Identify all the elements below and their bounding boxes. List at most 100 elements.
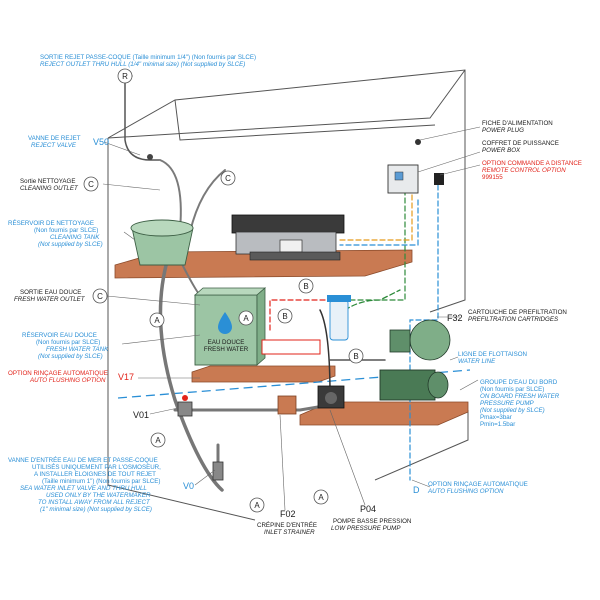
remote-control-box [434, 173, 444, 185]
lp-pump-en: LOW PRESSURE PUMP [331, 525, 401, 532]
svg-text:A: A [154, 316, 160, 325]
auto-flush-left-fr: OPTION RINÇAGE AUTOMATIQUE [8, 370, 108, 377]
inlet-strainer-fr: CRÉPINE D'ENTRÉE [257, 522, 317, 529]
marker-c2: C [220, 170, 236, 186]
code-v01: V01 [133, 410, 149, 420]
water-drop-icon [218, 312, 232, 334]
inlet-strainer [277, 395, 297, 415]
auto-flush-left-en: AUTO FLUSHING OPTION [29, 377, 106, 384]
low-pressure-pump [317, 385, 345, 409]
fresh-tank-4: (Not supplied by SLCE) [38, 353, 103, 360]
power-plug-en: POWER PLUG [482, 127, 524, 134]
inlet-line-2: UTILISÉS UNIQUEMENT PAR L'OSMOSEUR, [32, 464, 161, 471]
svg-text:A: A [318, 493, 324, 502]
power-plug [415, 139, 421, 145]
marker-r: R [117, 68, 133, 84]
remote-fr: OPTION COMMANDE A DISTANCE [482, 160, 582, 167]
pressure-pump [379, 319, 451, 401]
power-box-en: POWER BOX [482, 147, 521, 154]
pressure-line-5: (Not supplied by SLCE) [480, 407, 545, 414]
leader-lines [102, 75, 481, 511]
tank-text-2: FRESH WATER [204, 346, 249, 353]
lp-pump-fr: POMPE BASSE PRESSION [333, 518, 411, 525]
pressure-line-6: Pmax=3bar [480, 414, 512, 421]
code-f32: F32 [447, 313, 463, 323]
svg-text:A: A [254, 501, 260, 510]
watermaker-unit [231, 214, 345, 261]
inlet-line-1: VANNE D'ENTRÉE EAU DE MER ET PASSE-COQUE [8, 457, 158, 464]
remote-code: 999155 [482, 174, 503, 181]
inlet-strainer-en: INLET STRAINER [264, 529, 315, 536]
seawater-thru-hull [212, 461, 224, 481]
tank-text-1: EAU DOUCE [208, 339, 245, 346]
fresh-tank-3: FRESH WATER TANK [46, 346, 109, 353]
auto-flush-right-en: AUTO FLUSHING OPTION [427, 488, 504, 495]
code-v17: V17 [118, 372, 134, 382]
inlet-line-4: (Taille minimum 1") (Non fournis par SLC… [42, 478, 160, 485]
pressure-line-4: PRESSURE PUMP [480, 400, 535, 407]
code-f02: F02 [280, 509, 296, 519]
marker-c1: C [83, 176, 99, 192]
auto-flush-right-fr: OPTION RINÇAGE AUTOMATIQUE [428, 481, 528, 488]
svg-text:C: C [97, 292, 103, 301]
middle-shelf [191, 365, 336, 383]
cleaning-outlet-fr: Sortie NETTOYAGE [20, 178, 75, 185]
auto-flushing-manifold [261, 339, 321, 355]
marker-a1: A [149, 312, 165, 328]
fresh-outlet-en: FRESH WATER OUTLET [14, 296, 86, 303]
pressure-line-2: (Non fournis par SLCE) [480, 386, 544, 393]
code-v50: V50 [93, 137, 109, 147]
fresh-tank-2: (Non fournis par SLCE) [36, 339, 100, 346]
svg-text:R: R [122, 72, 128, 81]
cleaning-tank-3: CLEANING TANK [50, 234, 100, 241]
marker-a2: A [150, 432, 166, 448]
hoses [124, 81, 441, 492]
marker-a5: A [238, 310, 254, 326]
fresh-outlet-fr: SORTIE EAU DOUCE [20, 289, 81, 296]
prefilter-en: PREFILTRATION CARTRIDGES [468, 316, 559, 323]
reject-outlet-fr: SORTIE REJET PASSE-COQUE (Taille minimum… [40, 54, 256, 61]
cleaning-tank-4: (Not supplied by SLCE) [38, 241, 103, 248]
cleaning-tank-2: (Non fournis par SLCE) [34, 227, 98, 234]
fresh-water-tank: EAU DOUCE FRESH WATER [193, 287, 267, 366]
pressure-line-7: Pmin=1.5bar [480, 421, 515, 428]
inlet-line-6: USED ONLY BY THE WATERMAKER [46, 492, 151, 499]
power-plug-fr: FICHE D'ALIMENTATION [482, 120, 553, 127]
cabinet-outline [107, 69, 469, 521]
pressure-line-3: ON BOARD FRESH WATER [480, 393, 560, 400]
marker-b1: B [298, 278, 314, 294]
inlet-line-5: SEA WATER INLET VALVE AND THRU HULL [20, 485, 147, 492]
circle-markers: R C C C B B B A A A A A [83, 68, 364, 513]
pressure-line-1: GROUPE D'EAU DU BORD [480, 379, 558, 386]
inlet-line-8: (1" minimal size) (Not supplied by SLCE) [40, 506, 152, 513]
fresh-tank-1: RÉSERVOIR EAU DOUCE [22, 332, 97, 339]
marker-c3: C [92, 288, 108, 304]
component-codes: V50 V17 V01 V0 F02 P04 F32 D [93, 137, 463, 519]
cleaning-outlet-en: CLEANING OUTLET [20, 185, 79, 192]
svg-text:B: B [353, 352, 358, 361]
waterline-en: WATER LINE [458, 358, 496, 365]
reject-valve-en: REJECT VALVE [31, 142, 77, 149]
svg-text:C: C [225, 174, 231, 183]
reject-valve-fr: VANNE DE REJET [28, 135, 81, 142]
reject-valve [147, 154, 153, 160]
marker-a3: A [249, 497, 265, 513]
inlet-line-3: A INSTALLER ELOIGNES DE TOUT REJET [34, 471, 156, 478]
prefilter-fr: CARTOUCHE DE PREFILTRATION [468, 309, 567, 316]
remote-en: REMOTE CONTROL OPTION [482, 167, 566, 174]
marker-a4: A [313, 489, 329, 505]
svg-text:A: A [155, 436, 161, 445]
text-labels: SORTIE REJET PASSE-COQUE (Taille minimum… [8, 54, 582, 536]
svg-text:B: B [303, 282, 308, 291]
prefilter-cartridge [327, 295, 351, 341]
reject-outlet-en: REJECT OUTLET THRU HULL (1/4" minimal si… [40, 61, 245, 68]
inlet-line-7: TO INSTALL AWAY FROM ALL REJECT [38, 499, 151, 506]
svg-text:A: A [243, 314, 249, 323]
marker-b2: B [277, 308, 293, 324]
cleaning-tank-1: RÉSERVOIR DE NETTOYAGE [8, 220, 94, 227]
code-p04: P04 [360, 504, 376, 514]
power-box-fr: COFFRET DE PUISSANCE [482, 140, 559, 147]
cleaning-tank [130, 219, 194, 266]
